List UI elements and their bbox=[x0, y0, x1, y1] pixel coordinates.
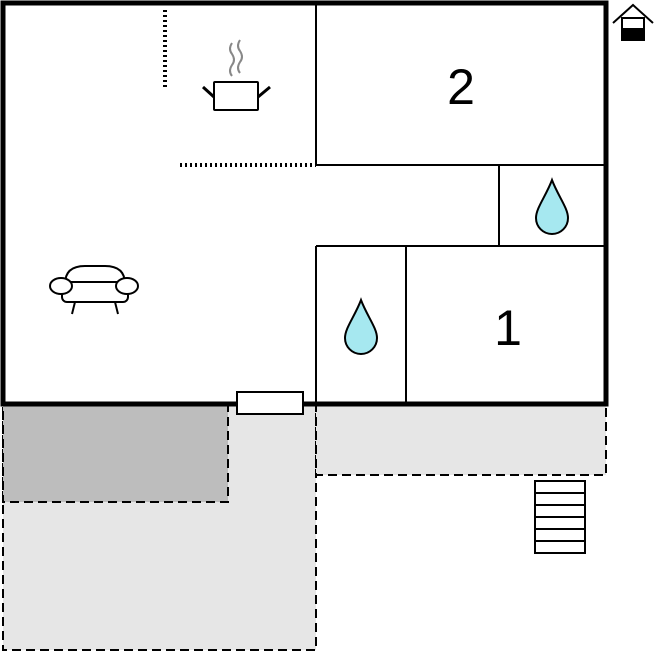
room-label-2: 2 bbox=[447, 59, 475, 115]
sofa-icon bbox=[49, 265, 139, 315]
house-entrance-icon bbox=[612, 3, 654, 41]
kitchen-counter bbox=[163, 10, 316, 167]
open-terrace-right bbox=[315, 403, 607, 476]
interior-walls bbox=[315, 3, 606, 404]
entrance-door bbox=[236, 391, 304, 415]
water-drop-icon bbox=[534, 177, 570, 235]
stairs-icon bbox=[534, 480, 586, 554]
cooking-pot-icon bbox=[201, 39, 271, 111]
room-label-1: 1 bbox=[494, 300, 522, 356]
covered-terrace bbox=[2, 403, 229, 503]
house-outer-wall bbox=[0, 0, 609, 407]
water-drop-icon bbox=[343, 297, 379, 355]
